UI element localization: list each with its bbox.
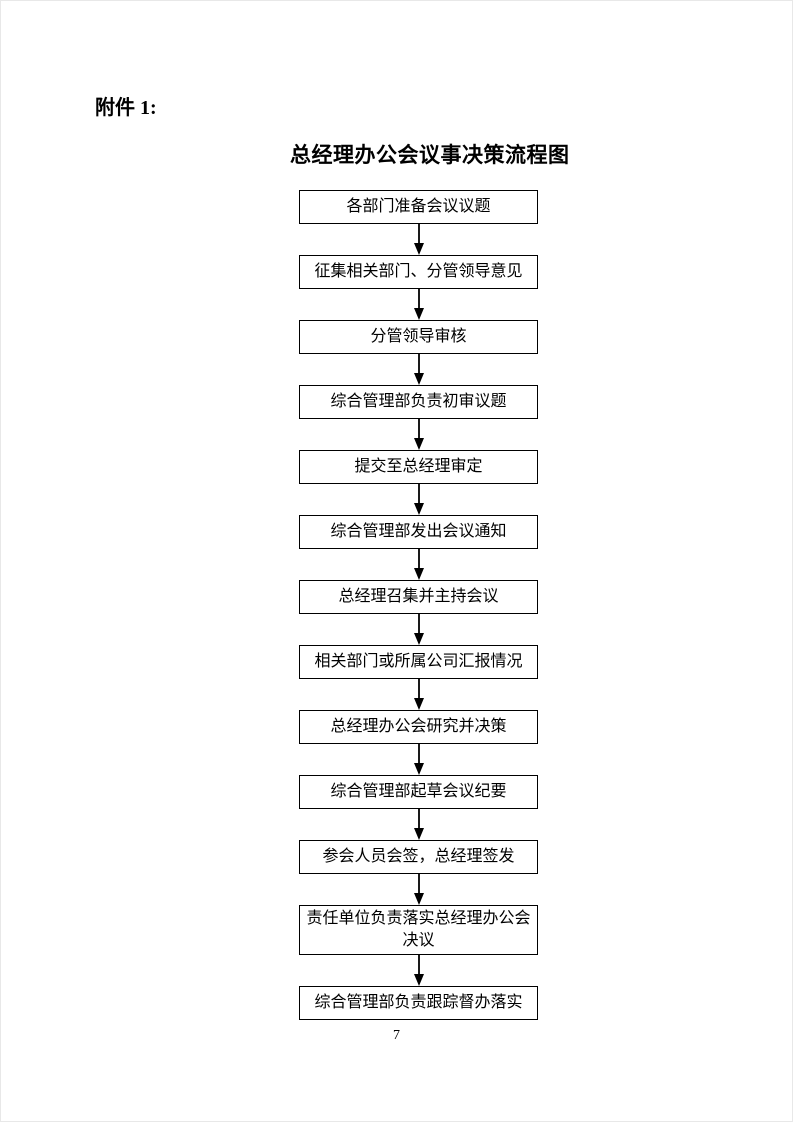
attachment-label: 附件 1: (95, 97, 157, 119)
flow-step-7: 总经理召集并主持会议 (299, 580, 538, 614)
down-arrow-icon (413, 549, 424, 580)
flow-step-13: 综合管理部负责跟踪督办落实 (299, 986, 538, 1020)
flow-step-9: 总经理办公会研究并决策 (299, 710, 538, 744)
down-arrow-icon (413, 419, 424, 450)
down-arrow-icon (413, 809, 424, 840)
down-arrow-icon (413, 354, 424, 385)
down-arrow-icon (413, 744, 424, 775)
flow-step-5: 提交至总经理审定 (299, 450, 538, 484)
page-number: 7 (393, 1028, 400, 1043)
flow-step-4: 综合管理部负责初审议题 (299, 385, 538, 419)
flow-step-1: 各部门准备会议议题 (299, 190, 538, 224)
flow-step-10: 综合管理部起草会议纪要 (299, 775, 538, 809)
flow-step-2: 征集相关部门、分管领导意见 (299, 255, 538, 289)
flow-step-11: 参会人员会签，总经理签发 (299, 840, 538, 874)
down-arrow-icon (413, 224, 424, 255)
page-title: 总经理办公会议事决策流程图 (290, 143, 570, 167)
flowchart: 各部门准备会议议题 征集相关部门、分管领导意见 分管领导审核 综合管理部负责初审… (299, 190, 538, 1020)
flow-step-12: 责任单位负责落实总经理办公会决议 (299, 905, 538, 955)
down-arrow-icon (413, 955, 424, 986)
down-arrow-icon (413, 679, 424, 710)
flow-step-3: 分管领导审核 (299, 320, 538, 354)
flow-step-8: 相关部门或所属公司汇报情况 (299, 645, 538, 679)
down-arrow-icon (413, 484, 424, 515)
down-arrow-icon (413, 289, 424, 320)
down-arrow-icon (413, 614, 424, 645)
down-arrow-icon (413, 874, 424, 905)
flow-step-6: 综合管理部发出会议通知 (299, 515, 538, 549)
